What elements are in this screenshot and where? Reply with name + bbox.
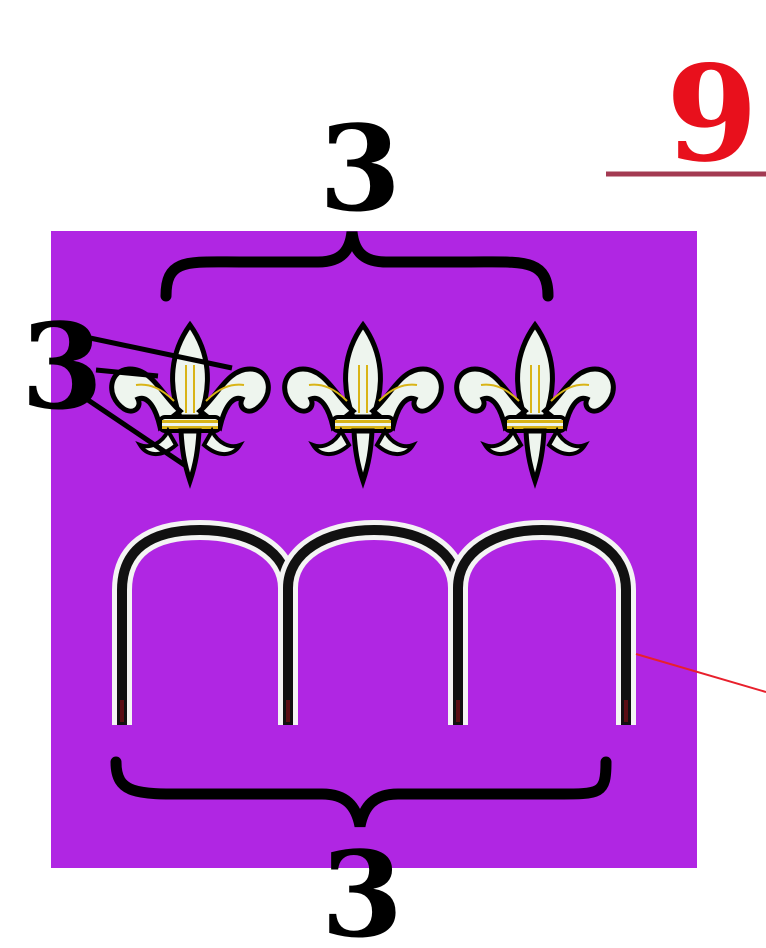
- fleur-parts-count-label: 3: [21, 297, 103, 436]
- fleurs-count-label: 3: [319, 99, 401, 238]
- arches-count-label: 3: [321, 825, 403, 948]
- total-count-label: 9: [666, 37, 758, 192]
